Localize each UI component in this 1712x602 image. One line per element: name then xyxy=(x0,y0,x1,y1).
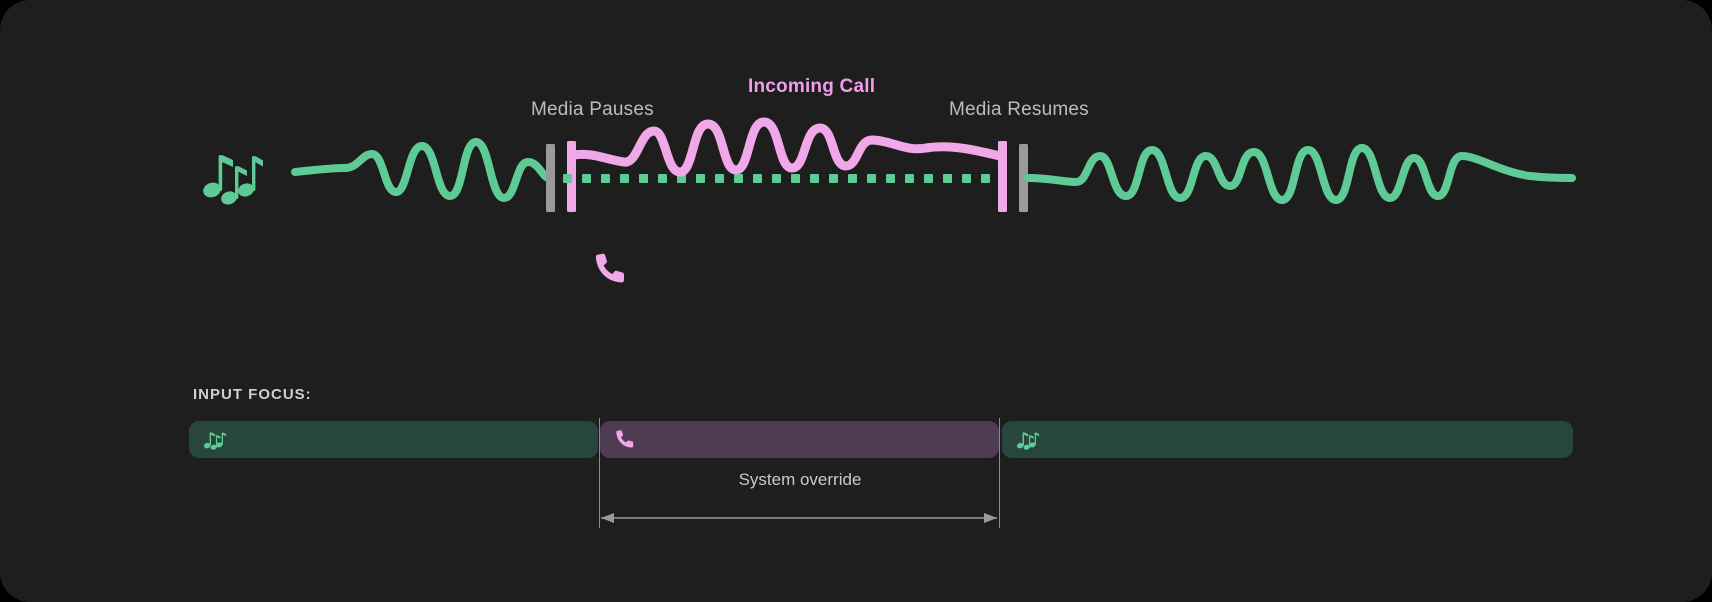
incoming-call-label: Incoming Call xyxy=(748,76,876,97)
focus-segment-media-right[interactable] xyxy=(1002,421,1573,458)
call-wave xyxy=(569,117,1005,177)
audio-timeline: Media Pauses Incoming Call Media Resumes xyxy=(203,76,1576,290)
pause-marker-gray xyxy=(546,144,555,212)
phone-icon xyxy=(592,250,632,290)
phone-icon xyxy=(614,428,638,452)
override-divider-right xyxy=(999,418,1000,528)
muted-media-baseline xyxy=(563,174,990,183)
resume-marker-gray xyxy=(1019,144,1028,212)
waveform-graphic xyxy=(291,117,1576,212)
override-divider-left xyxy=(599,418,600,528)
media-pauses-label: Media Pauses xyxy=(531,99,654,120)
override-span-arrow xyxy=(601,513,997,523)
media-wave-left xyxy=(291,138,552,202)
media-wave-right xyxy=(1024,144,1576,204)
focus-segment-call[interactable] xyxy=(600,421,999,458)
input-focus-title: INPUT FOCUS: xyxy=(193,386,312,403)
music-notes-icon xyxy=(203,148,265,208)
music-notes-icon xyxy=(1016,428,1040,452)
resume-marker-pink xyxy=(998,141,1007,212)
music-notes-icon xyxy=(203,428,227,452)
focus-segment-media-left[interactable] xyxy=(189,421,598,458)
input-focus-section: INPUT FOCUS: xyxy=(0,330,1712,602)
media-resumes-label: Media Resumes xyxy=(949,99,1089,120)
system-override-label: System override xyxy=(738,470,862,489)
